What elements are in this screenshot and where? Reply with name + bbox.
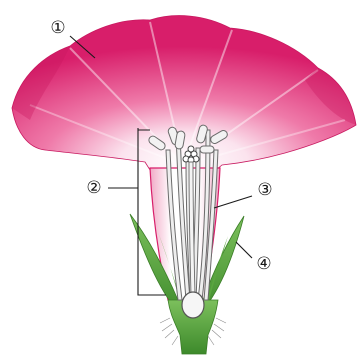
petal-corolla <box>12 16 356 170</box>
label-3: ③ <box>257 180 272 200</box>
leader-line-4 <box>236 242 252 258</box>
label-4: ④ <box>256 254 271 274</box>
leader-line-3 <box>214 196 252 208</box>
ovary <box>182 292 204 318</box>
label-2: ② <box>86 178 101 198</box>
label-1: ① <box>50 18 65 38</box>
